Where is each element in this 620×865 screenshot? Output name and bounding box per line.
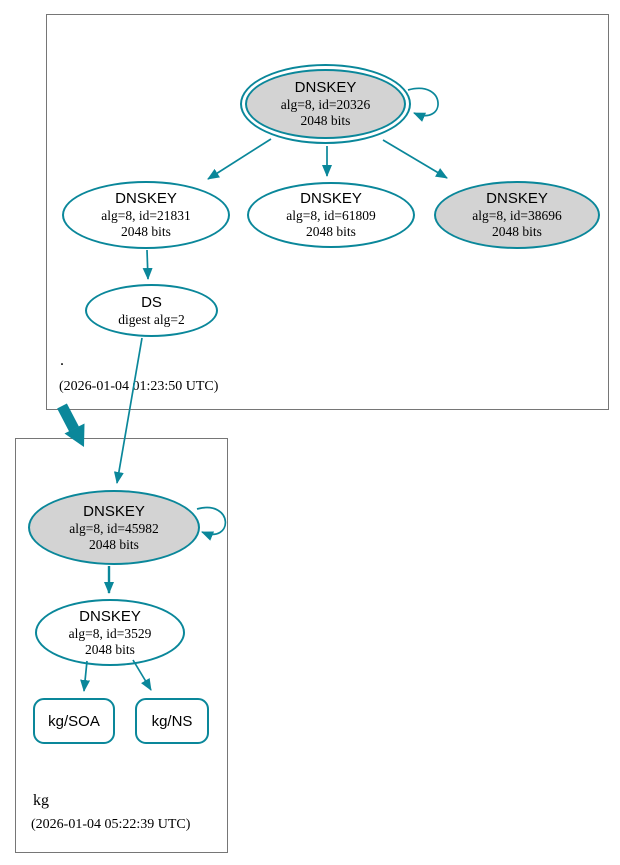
node-kg-soa-rrset: kg/SOA — [33, 698, 115, 744]
node-kg-ns-rrset: kg/NS — [135, 698, 209, 744]
root-zone-timestamp: (2026-01-04 01:23:50 UTC) — [59, 379, 219, 394]
node-root-dnskey-21831: DNSKEY alg=8, id=21831 2048 bits — [62, 181, 230, 249]
node-root-ksk-dnskey-20326: DNSKEY alg=8, id=20326 2048 bits — [240, 64, 411, 144]
node-bits: 2048 bits — [85, 641, 135, 657]
node-params: alg=8, id=3529 — [68, 625, 152, 641]
node-title: DNSKEY — [486, 190, 548, 207]
node-title: DS — [141, 293, 162, 311]
node-bits: 2048 bits — [89, 536, 139, 552]
node-kg-ksk-dnskey-45982: DNSKEY alg=8, id=45982 2048 bits — [28, 490, 200, 565]
node-params: alg=8, id=38696 — [472, 208, 562, 223]
node-params: digest alg=2 — [118, 311, 185, 327]
node-params: alg=8, id=61809 — [286, 208, 376, 223]
node-root-dnskey-61809: DNSKEY alg=8, id=61809 2048 bits — [247, 182, 415, 248]
root-zone-label: . — [60, 352, 64, 369]
node-bits: 2048 bits — [492, 224, 542, 239]
node-params: alg=8, id=21831 — [101, 208, 191, 223]
node-title: DNSKEY — [115, 190, 177, 207]
kg-zone-label: kg — [33, 792, 49, 809]
node-root-ksk-inner: DNSKEY alg=8, id=20326 2048 bits — [245, 69, 406, 139]
node-kg-dnskey-3529: DNSKEY alg=8, id=3529 2048 bits — [35, 599, 185, 666]
node-root-dnskey-38696: DNSKEY alg=8, id=38696 2048 bits — [434, 181, 600, 249]
node-params: alg=8, id=20326 — [280, 97, 371, 112]
node-title: DNSKEY — [79, 607, 141, 625]
rrset-label: kg/SOA — [48, 712, 100, 730]
kg-zone-timestamp: (2026-01-04 05:22:39 UTC) — [31, 817, 191, 832]
node-root-ds: DS digest alg=2 — [85, 284, 218, 337]
rrset-label: kg/NS — [151, 712, 193, 730]
node-params: alg=8, id=45982 — [69, 520, 159, 536]
root-zone-box — [46, 14, 609, 410]
node-title: DNSKEY — [83, 502, 145, 520]
node-title: DNSKEY — [294, 79, 357, 96]
node-title: DNSKEY — [300, 190, 362, 207]
node-bits: 2048 bits — [300, 113, 351, 128]
node-bits: 2048 bits — [306, 224, 356, 239]
node-bits: 2048 bits — [121, 224, 171, 239]
